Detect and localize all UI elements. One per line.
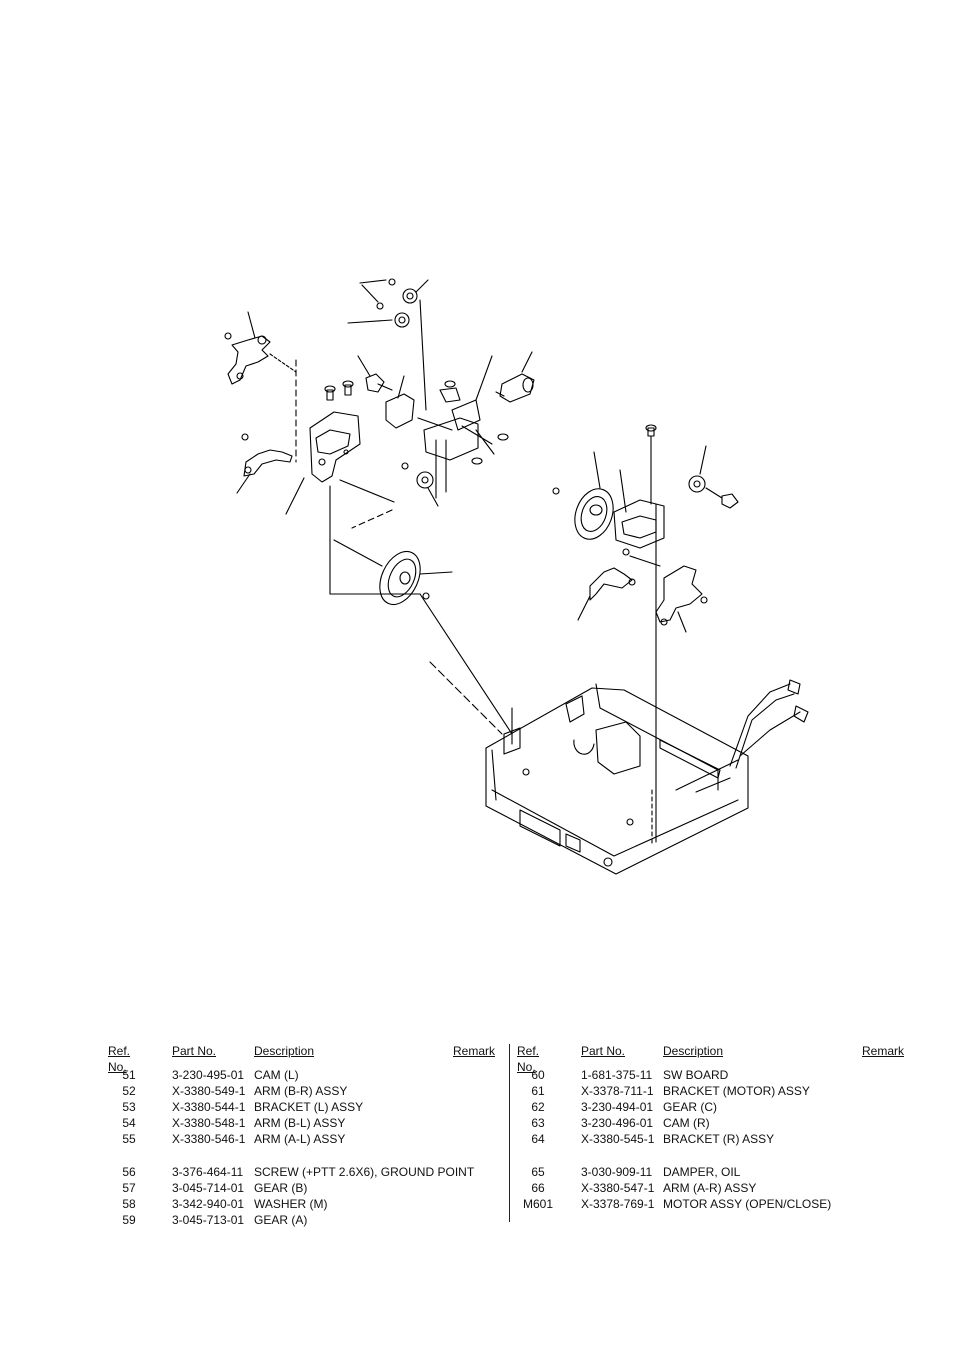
header-remark: Remark [861, 1044, 904, 1058]
part-no: 3-045-714-01 [172, 1181, 245, 1195]
table-header: Ref. No. Part No. Description Remark [517, 1041, 904, 1074]
description: BRACKET (L) ASSY [254, 1100, 364, 1114]
bracket-motor-part [385, 375, 509, 465]
ref-no: M601 [522, 1197, 554, 1211]
ref-no: 56 [122, 1165, 136, 1179]
table-header: Ref. No. Part No. Description Remark [108, 1041, 495, 1074]
description: GEAR (A) [254, 1213, 308, 1227]
damper-oil-part [401, 439, 447, 507]
part-no: X-3380-549-1 [172, 1084, 246, 1098]
ref-no: 62 [531, 1100, 545, 1114]
header-description: Description [663, 1044, 724, 1058]
part-no: X-3380-548-1 [172, 1116, 246, 1130]
part-no: X-3380-544-1 [172, 1100, 246, 1114]
gear-a-part [333, 539, 453, 606]
description: DAMPER, OIL [663, 1165, 741, 1179]
ref-no: 63 [531, 1116, 545, 1130]
table-row: 63 3-230-496-01 CAM (R) [517, 1115, 904, 1131]
description: ARM (A-L) ASSY [254, 1132, 346, 1146]
description: WASHER (M) [254, 1197, 328, 1211]
ref-no: 54 [122, 1116, 136, 1130]
ref-no: 55 [122, 1132, 136, 1146]
part-no: 3-030-909-11 [581, 1165, 653, 1179]
arm-a-r-part [655, 565, 708, 633]
part-no: 3-045-713-01 [172, 1213, 245, 1227]
table-row: 54 X-3380-548-1 ARM (B-L) ASSY [108, 1115, 495, 1131]
description: ARM (A-R) ASSY [663, 1181, 757, 1195]
table-row: 60 1-681-375-11 SW BOARD [517, 1067, 904, 1083]
part-no: 3-230-496-01 [581, 1116, 654, 1130]
part-no: X-3380-545-1 [581, 1132, 655, 1146]
arm-b-r-part [224, 311, 297, 385]
header-ref-no: Ref. No. [108, 1044, 131, 1074]
table-row: 57 3-045-714-01 GEAR (B) [108, 1180, 495, 1196]
screw-ground-point-part [357, 355, 393, 393]
part-no: X-3378-769-1 [581, 1197, 655, 1211]
arm-a-l-part [577, 555, 661, 621]
cam-r-part [688, 445, 739, 509]
table-row: 58 3-342-940-01 WASHER (M) [108, 1196, 495, 1212]
part-no: 3-230-494-01 [581, 1100, 654, 1114]
table-row: 59 3-045-713-01 GEAR (A) [108, 1212, 495, 1228]
part-no: X-3380-546-1 [172, 1132, 246, 1146]
part-no: X-3380-547-1 [581, 1181, 655, 1195]
part-no: 3-230-495-01 [172, 1068, 245, 1082]
description: BRACKET (R) ASSY [663, 1132, 775, 1146]
ref-no: 61 [531, 1084, 545, 1098]
table-row: 64 X-3380-545-1 BRACKET (R) ASSY [517, 1131, 904, 1147]
table-row: 52 X-3380-549-1 ARM (B-R) ASSY [108, 1083, 495, 1099]
part-no: 1-681-375-11 [581, 1068, 653, 1082]
description: BRACKET (MOTOR) ASSY [663, 1084, 810, 1098]
description: ARM (B-L) ASSY [254, 1116, 346, 1130]
ref-no: 57 [122, 1181, 136, 1195]
motor-assy-part [475, 351, 535, 403]
table-divider [509, 1044, 510, 1222]
table-row: 56 3-376-464-11 SCREW (+PTT 2.6X6), GROUND… [108, 1164, 495, 1180]
bracket-l-part [285, 359, 361, 515]
description: MOTOR ASSY (OPEN/CLOSE) [663, 1197, 832, 1211]
table-row: 61 X-3378-711-1 BRACKET (MOTOR) ASSY [517, 1083, 904, 1099]
header-ref-no: Ref. No. [517, 1044, 540, 1074]
part-no: 3-342-940-01 [172, 1197, 245, 1211]
description: CAM (L) [254, 1068, 299, 1082]
header-part-no: Part No. [172, 1044, 217, 1058]
ref-no: 52 [122, 1084, 136, 1098]
ref-no: 64 [531, 1132, 545, 1146]
bracket-r-part [613, 424, 665, 556]
header-description: Description [254, 1044, 315, 1058]
chassis-part [485, 679, 809, 875]
parts-table-left: Ref. No. Part No. Description Remark 51 3… [108, 1041, 495, 1228]
description: GEAR (C) [663, 1100, 717, 1114]
table-row: M601 X-3378-769-1 MOTOR ASSY (OPEN/CLOSE) [517, 1196, 904, 1212]
description: CAM (R) [663, 1116, 710, 1130]
ref-no: 59 [122, 1213, 136, 1227]
table-row: 55 X-3380-546-1 ARM (A-L) ASSY [108, 1131, 495, 1147]
table-row: 65 3-030-909-11 DAMPER, OIL [517, 1164, 904, 1180]
part-no: 3-376-464-11 [172, 1165, 244, 1179]
ref-no: 65 [531, 1165, 545, 1179]
ref-no: 51 [122, 1068, 136, 1082]
description: GEAR (B) [254, 1181, 308, 1195]
description: SCREW (+PTT 2.6X6), GROUND POINT [254, 1165, 475, 1179]
description: SW BOARD [663, 1068, 729, 1082]
ref-no: 58 [122, 1197, 136, 1211]
table-row: 53 X-3380-544-1 BRACKET (L) ASSY [108, 1099, 495, 1115]
table-row: 51 3-230-495-01 CAM (L) [108, 1067, 495, 1083]
ref-no: 60 [531, 1068, 545, 1082]
gear-c-part [552, 451, 614, 540]
header-remark: Remark [452, 1044, 495, 1058]
gear-small-part [347, 278, 429, 411]
part-no: X-3378-711-1 [581, 1084, 654, 1098]
description: ARM (B-R) ASSY [254, 1084, 348, 1098]
parts-table-right: Ref. No. Part No. Description Remark 60 1… [517, 1041, 904, 1212]
ref-no: 53 [122, 1100, 136, 1114]
arm-b-l-part [236, 433, 293, 494]
table-row: 66 X-3380-547-1 ARM (A-R) ASSY [517, 1180, 904, 1196]
table-row: 62 3-230-494-01 GEAR (C) [517, 1099, 904, 1115]
assembly-guide-lines [329, 479, 513, 745]
ref-no: 66 [531, 1181, 545, 1195]
header-part-no: Part No. [581, 1044, 626, 1058]
